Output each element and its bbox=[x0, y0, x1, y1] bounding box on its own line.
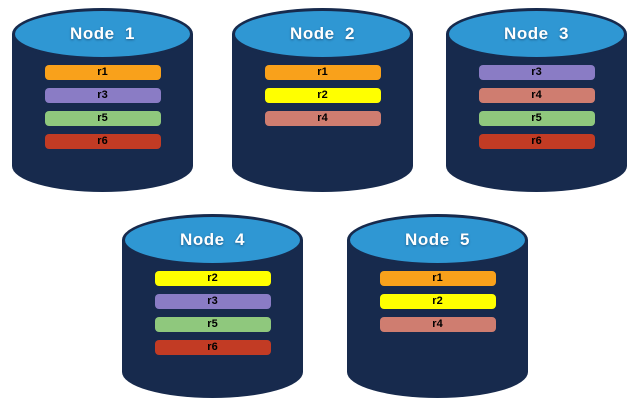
cylinder-top: Node 4 bbox=[122, 214, 303, 266]
replica-bar: r3 bbox=[478, 65, 595, 80]
replica-bar: r3 bbox=[44, 88, 161, 103]
replica-bar: r6 bbox=[478, 134, 595, 149]
node-title: Node 4 bbox=[180, 230, 245, 249]
db-node: Node 3 r3 r4 r5 r6 bbox=[446, 8, 627, 192]
node-title: Node 5 bbox=[405, 230, 470, 249]
replica-bar-stack: r1 r2 r4 bbox=[347, 271, 528, 340]
replica-bar: r6 bbox=[154, 340, 271, 355]
node-title: Node 1 bbox=[70, 24, 135, 43]
cylinder-top: Node 2 bbox=[232, 8, 413, 60]
replica-bar: r3 bbox=[154, 294, 271, 309]
replica-bar: r5 bbox=[154, 317, 271, 332]
replica-bar: r5 bbox=[44, 111, 161, 126]
cylinder-top: Node 1 bbox=[12, 8, 193, 60]
replica-bar: r1 bbox=[264, 65, 381, 80]
db-node: Node 2 r1 r2 r4 bbox=[232, 8, 413, 192]
replica-bar-stack: r3 r4 r5 r6 bbox=[446, 65, 627, 157]
db-node: Node 5 r1 r2 r4 bbox=[347, 214, 528, 398]
node-title: Node 2 bbox=[290, 24, 355, 43]
db-node: Node 4 r2 r3 r5 r6 bbox=[122, 214, 303, 398]
replica-bar-stack: r1 r3 r5 r6 bbox=[12, 65, 193, 157]
replica-bar: r4 bbox=[379, 317, 496, 332]
db-node: Node 1 r1 r3 r5 r6 bbox=[12, 8, 193, 192]
node-title: Node 3 bbox=[504, 24, 569, 43]
replica-bar-stack: r1 r2 r4 bbox=[232, 65, 413, 134]
cylinder-top: Node 5 bbox=[347, 214, 528, 266]
replica-bar: r2 bbox=[379, 294, 496, 309]
replica-bar: r4 bbox=[264, 111, 381, 126]
replica-bar: r6 bbox=[44, 134, 161, 149]
replica-bar: r1 bbox=[379, 271, 496, 286]
replica-bar: r4 bbox=[478, 88, 595, 103]
replica-bar-stack: r2 r3 r5 r6 bbox=[122, 271, 303, 363]
replica-bar: r2 bbox=[154, 271, 271, 286]
cylinder-top: Node 3 bbox=[446, 8, 627, 60]
replica-bar: r2 bbox=[264, 88, 381, 103]
replica-bar: r5 bbox=[478, 111, 595, 126]
replica-bar: r1 bbox=[44, 65, 161, 80]
